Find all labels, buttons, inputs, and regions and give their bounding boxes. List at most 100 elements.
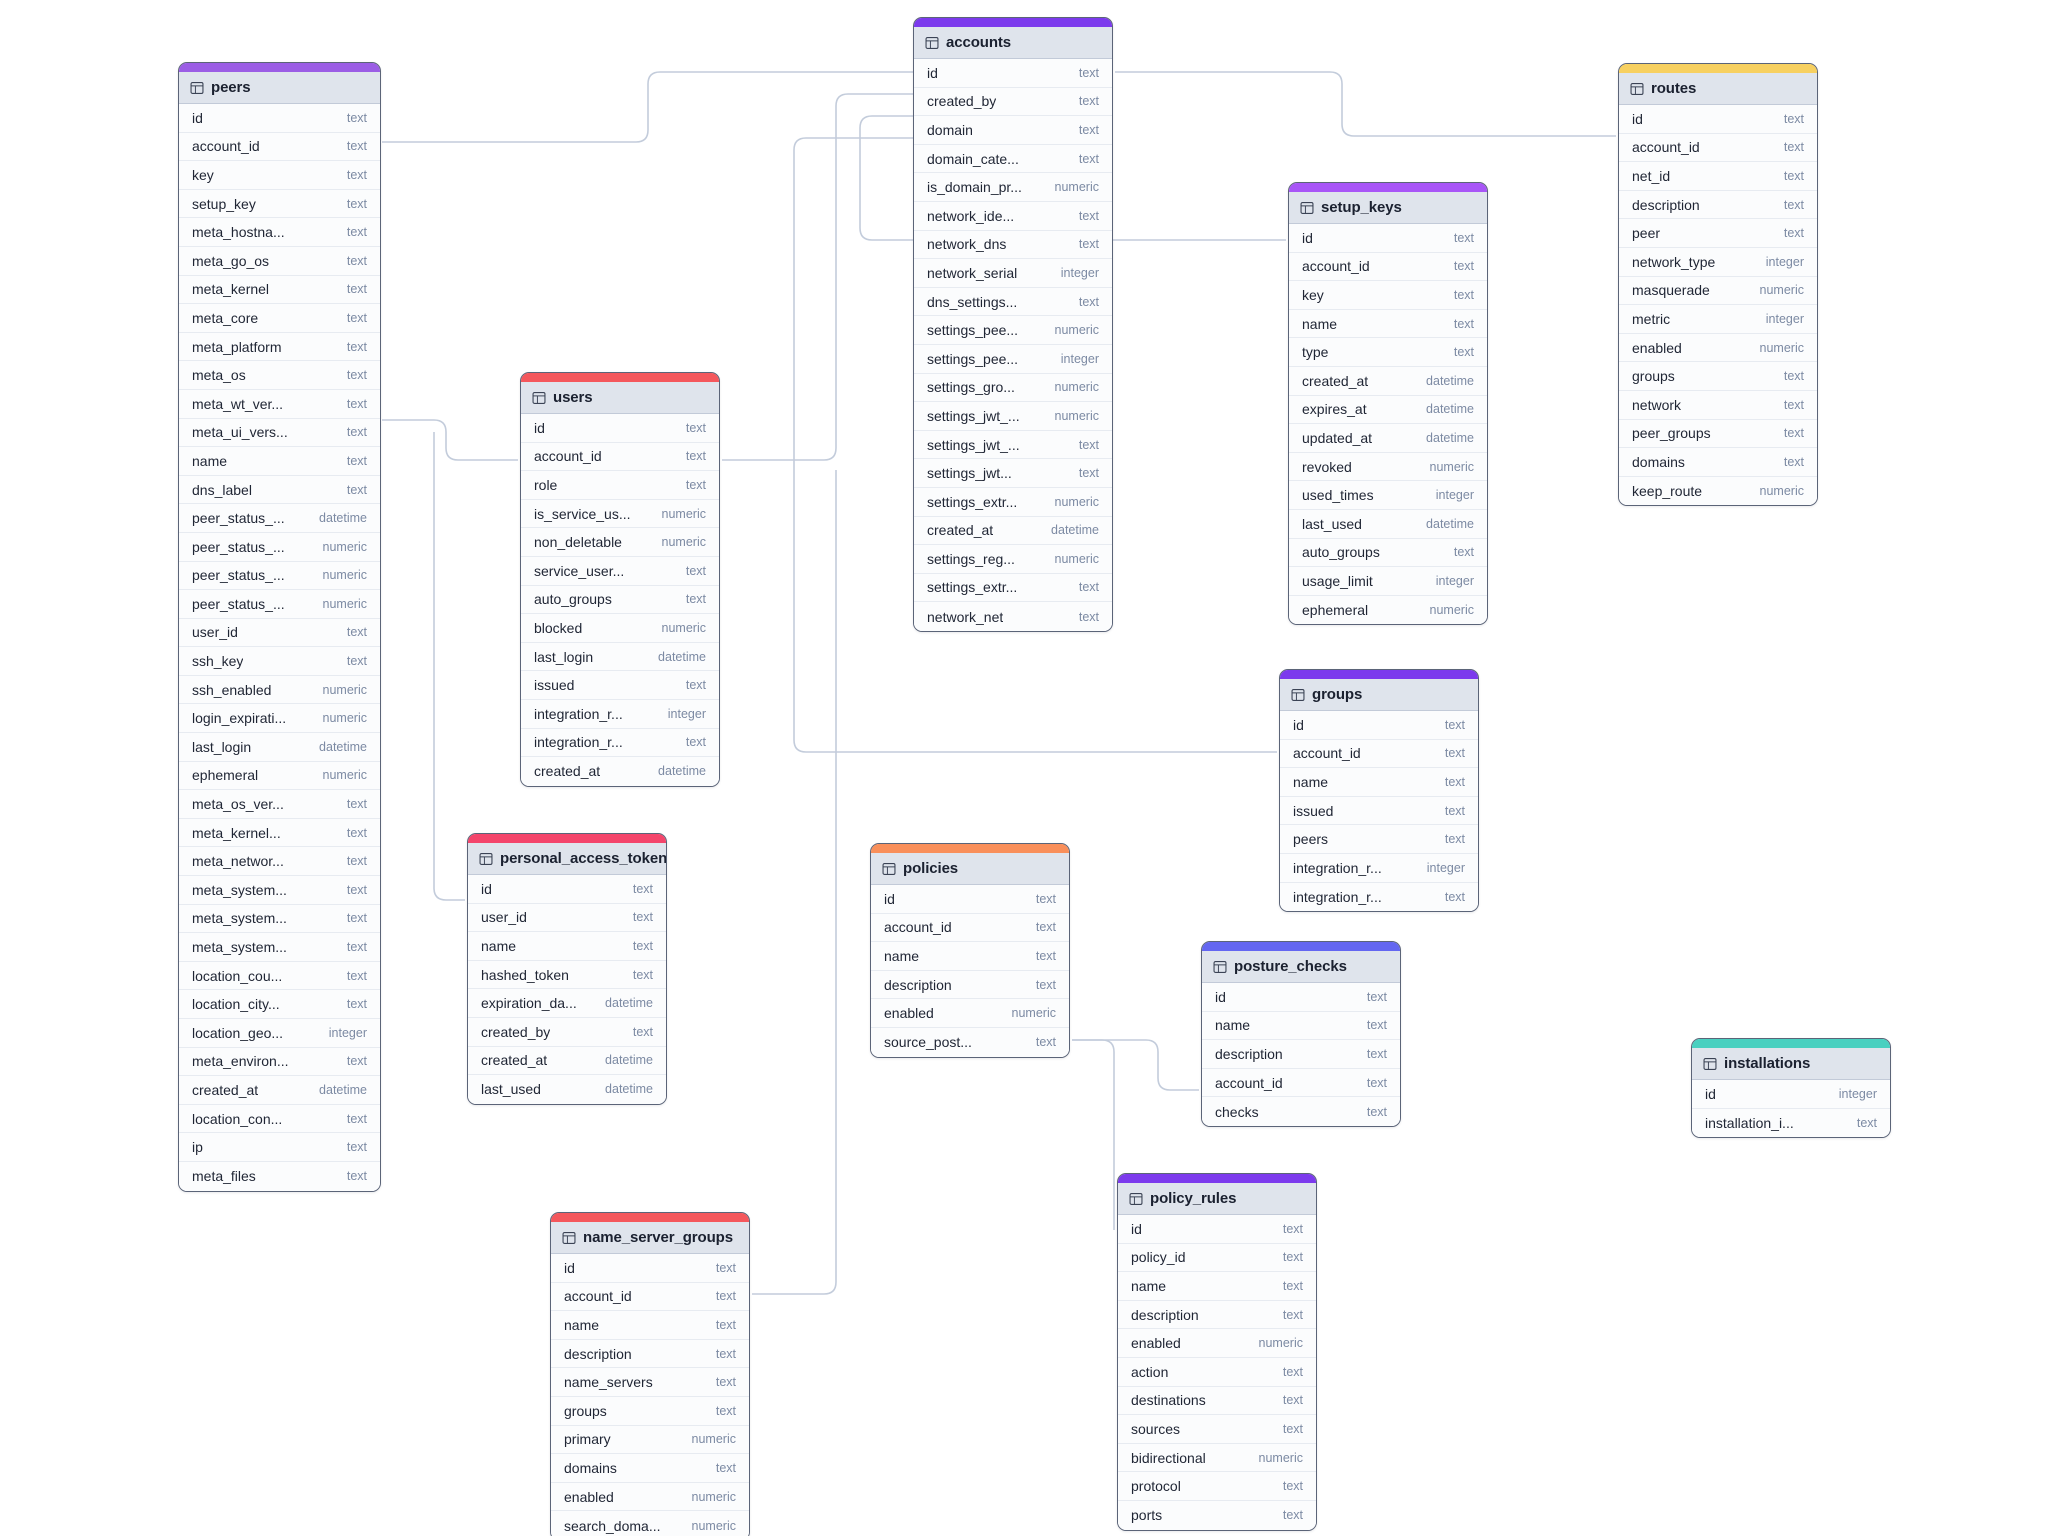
column-row[interactable]: settings_gro...numeric (914, 373, 1112, 403)
column-row[interactable]: installation_i...text (1692, 1108, 1890, 1138)
column-row[interactable]: meta_hostna...text (179, 218, 380, 247)
column-row[interactable]: meta_kernel...text (179, 818, 380, 848)
table-header-accounts[interactable]: accounts (914, 27, 1112, 59)
column-row[interactable]: settings_pee...numeric (914, 316, 1112, 345)
table-header-setup_keys[interactable]: setup_keys (1289, 192, 1487, 224)
column-row[interactable]: integration_r...text (521, 728, 719, 758)
column-row[interactable]: dns_settings...text (914, 287, 1112, 317)
table-header-peers[interactable]: peers (179, 72, 380, 104)
column-row[interactable]: settings_pee...integer (914, 344, 1112, 374)
column-row[interactable]: integration_r...integer (1280, 853, 1478, 883)
table-header-installations[interactable]: installations (1692, 1048, 1890, 1080)
column-row[interactable]: settings_jwt_...text (914, 430, 1112, 460)
column-row[interactable]: is_domain_pr...numeric (914, 173, 1112, 202)
column-row[interactable]: location_city...text (179, 990, 380, 1019)
column-row[interactable]: source_post...text (871, 1027, 1069, 1057)
column-row[interactable]: search_doma...numeric (551, 1511, 749, 1536)
table-header-policy_rules[interactable]: policy_rules (1118, 1183, 1316, 1215)
column-row[interactable]: peer_status_...numeric (179, 532, 380, 562)
column-row[interactable]: meta_system...text (179, 876, 380, 905)
column-row[interactable]: meta_environ...text (179, 1047, 380, 1077)
column-row[interactable]: meta_networ...text (179, 847, 380, 877)
column-row[interactable]: peer_status_...datetime (179, 504, 380, 533)
column-row[interactable]: meta_ui_vers...text (179, 418, 380, 448)
column-row[interactable]: network_ide...text (914, 201, 1112, 231)
column-row[interactable]: login_expirati...numeric (179, 704, 380, 734)
column-row[interactable]: expiration_da...datetime (468, 989, 666, 1018)
column-row[interactable]: location_geo...integer (179, 1019, 380, 1048)
column-row[interactable]: settings_jwt...text (914, 459, 1112, 488)
column-row[interactable]: settings_extr...numeric (914, 487, 1112, 517)
table-header-personal_access_tokens[interactable]: personal_access_tokens (468, 843, 666, 875)
table-header-name_server_groups[interactable]: name_server_groups (551, 1222, 749, 1254)
